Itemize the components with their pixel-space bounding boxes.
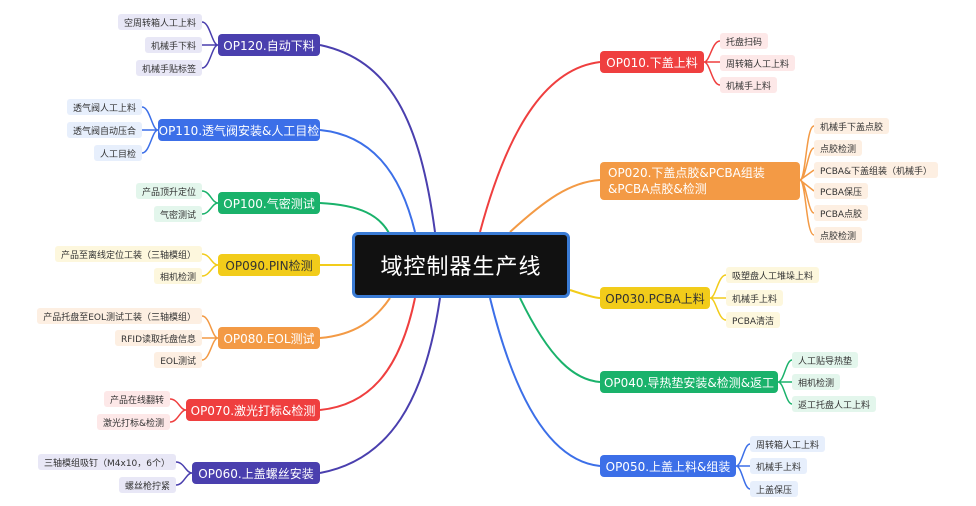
leaf-op110-2[interactable]: 透气阀自动压合 xyxy=(66,122,142,138)
leaf-op070-1[interactable]: 产品在线翻转 xyxy=(103,391,170,407)
leaf-op020-4[interactable]: PCBA保压 xyxy=(814,183,869,199)
node-op020[interactable]: OP020.下盖点胶&PCBA组装&PCBA点胶&检测 xyxy=(600,162,800,200)
leaf-op020-2[interactable]: 点胶检测 xyxy=(814,140,863,156)
leaf-op100-1[interactable]: 产品顶升定位 xyxy=(135,183,202,199)
node-op010[interactable]: OP010.下盖上料 xyxy=(600,51,704,73)
center-node[interactable]: 域控制器生产线 xyxy=(352,232,570,298)
leaf-op070-2[interactable]: 激光打标&检测 xyxy=(96,414,170,430)
node-op060[interactable]: OP060.上盖螺丝安装 xyxy=(192,462,320,484)
leaf-op020-1[interactable]: 机械手下盖点胶 xyxy=(814,118,890,134)
leaf-op120-1[interactable]: 空周转箱人工上料 xyxy=(117,14,202,30)
leaf-op030-2[interactable]: 机械手上料 xyxy=(726,290,784,306)
leaf-op030-3[interactable]: PCBA清洁 xyxy=(726,312,781,328)
leaf-op060-1[interactable]: 三轴模组吸钉（M4x10，6个） xyxy=(38,454,176,470)
leaf-op050-2[interactable]: 机械手上料 xyxy=(750,458,808,474)
leaf-op050-1[interactable]: 周转箱人工上料 xyxy=(750,436,826,452)
leaf-op080-1[interactable]: 产品托盘至EOL测试工装（三轴模组） xyxy=(37,308,202,324)
leaf-op020-3[interactable]: PCBA&下盖组装（机械手） xyxy=(814,162,939,178)
leaf-op020-6[interactable]: 点胶检测 xyxy=(814,227,863,243)
leaf-op100-2[interactable]: 气密测试 xyxy=(153,206,202,222)
node-op030[interactable]: OP030.PCBA上料 xyxy=(600,287,710,309)
node-op070[interactable]: OP070.激光打标&检测 xyxy=(186,399,320,421)
leaf-op050-3[interactable]: 上盖保压 xyxy=(750,481,799,497)
node-op080[interactable]: OP080.EOL测试 xyxy=(218,327,320,349)
leaf-op120-2[interactable]: 机械手下料 xyxy=(144,37,202,53)
node-op050[interactable]: OP050.上盖上料&组装 xyxy=(600,455,736,477)
node-op120[interactable]: OP120.自动下料 xyxy=(218,34,320,56)
leaf-op110-1[interactable]: 透气阀人工上料 xyxy=(66,99,142,115)
leaf-op040-3[interactable]: 返工托盘人工上料 xyxy=(792,396,877,412)
node-op100[interactable]: OP100.气密测试 xyxy=(218,192,320,214)
leaf-op090-2[interactable]: 相机检测 xyxy=(153,268,202,284)
leaf-op090-1[interactable]: 产品至离线定位工装（三轴模组） xyxy=(54,246,202,262)
leaf-op040-2[interactable]: 相机检测 xyxy=(792,374,841,390)
node-op110[interactable]: OP110.透气阀安装&人工目检 xyxy=(158,119,320,141)
leaf-op010-1[interactable]: 托盘扫码 xyxy=(720,33,769,49)
node-op040[interactable]: OP040.导热垫安装&检测&返工 xyxy=(600,371,778,393)
leaf-op030-1[interactable]: 吸塑盘人工堆垛上料 xyxy=(726,267,820,283)
leaf-op010-3[interactable]: 机械手上料 xyxy=(720,77,778,93)
leaf-op040-1[interactable]: 人工贴导热垫 xyxy=(792,352,859,368)
leaf-op080-3[interactable]: EOL测试 xyxy=(154,352,202,368)
leaf-op120-3[interactable]: 机械手贴标签 xyxy=(135,60,202,76)
leaf-op080-2[interactable]: RFID读取托盘信息 xyxy=(114,330,202,346)
leaf-op060-2[interactable]: 螺丝枪拧紧 xyxy=(118,477,176,493)
node-op090[interactable]: OP090.PIN检测 xyxy=(218,254,320,276)
leaf-op110-3[interactable]: 人工目检 xyxy=(93,145,142,161)
leaf-op020-5[interactable]: PCBA点胶 xyxy=(814,205,869,221)
leaf-op010-2[interactable]: 周转箱人工上料 xyxy=(720,55,796,71)
